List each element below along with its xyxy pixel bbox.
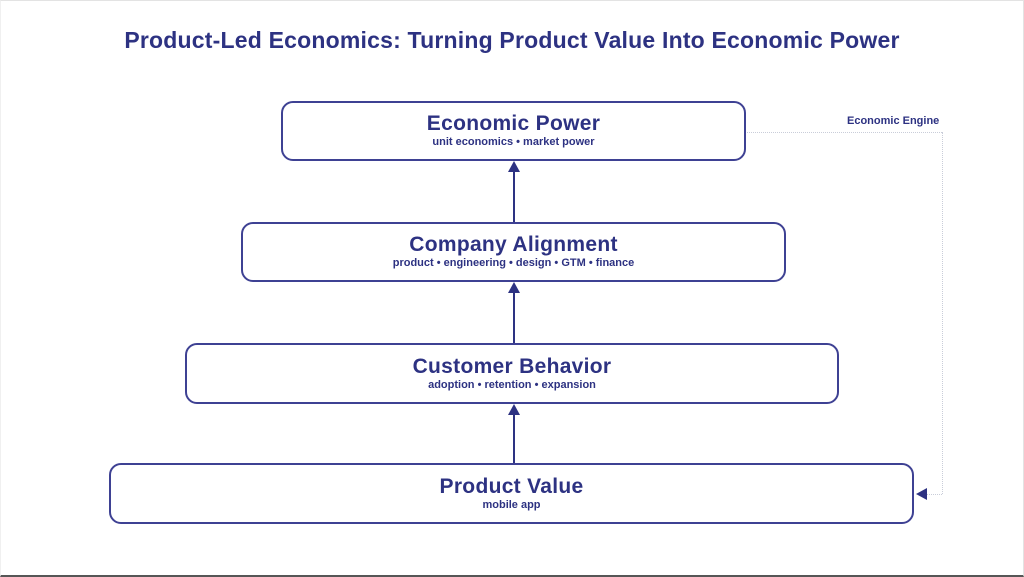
flow-arrowhead-up-icon (508, 282, 520, 293)
node-subtitle: adoption • retention • expansion (428, 378, 596, 391)
node-subtitle: unit economics • market power (432, 136, 595, 149)
flow-arrowhead-up-icon (508, 161, 520, 172)
node-subtitle: product • engineering • design • GTM • f… (392, 257, 635, 270)
flow-line-value-to-behavior (513, 409, 515, 463)
node-customer-behavior: Customer Behavior adoption • retention •… (185, 343, 839, 404)
loop-line-horizontal-top (747, 132, 942, 133)
node-company-alignment: Company Alignment product • engineering … (241, 222, 786, 282)
node-title: Company Alignment (409, 233, 618, 257)
loop-line-horizontal-bottom (927, 494, 942, 495)
node-title: Economic Power (426, 112, 601, 136)
flow-line-behavior-to-alignment (513, 288, 515, 343)
diagram-title: Product-Led Economics: Turning Product V… (124, 27, 900, 53)
loop-line-vertical (942, 132, 943, 494)
node-product-value: Product Value mobile app (109, 463, 914, 524)
node-subtitle: mobile app (482, 498, 541, 511)
node-title: Product Value (439, 474, 584, 498)
loop-label: Economic Engine (847, 115, 940, 127)
loop-arrowhead-left-icon (916, 488, 927, 500)
node-economic-power: Economic Power unit economics • market p… (281, 101, 746, 161)
flow-line-alignment-to-power (513, 167, 515, 222)
flow-arrowhead-up-icon (508, 404, 520, 415)
node-title: Customer Behavior (412, 354, 612, 378)
